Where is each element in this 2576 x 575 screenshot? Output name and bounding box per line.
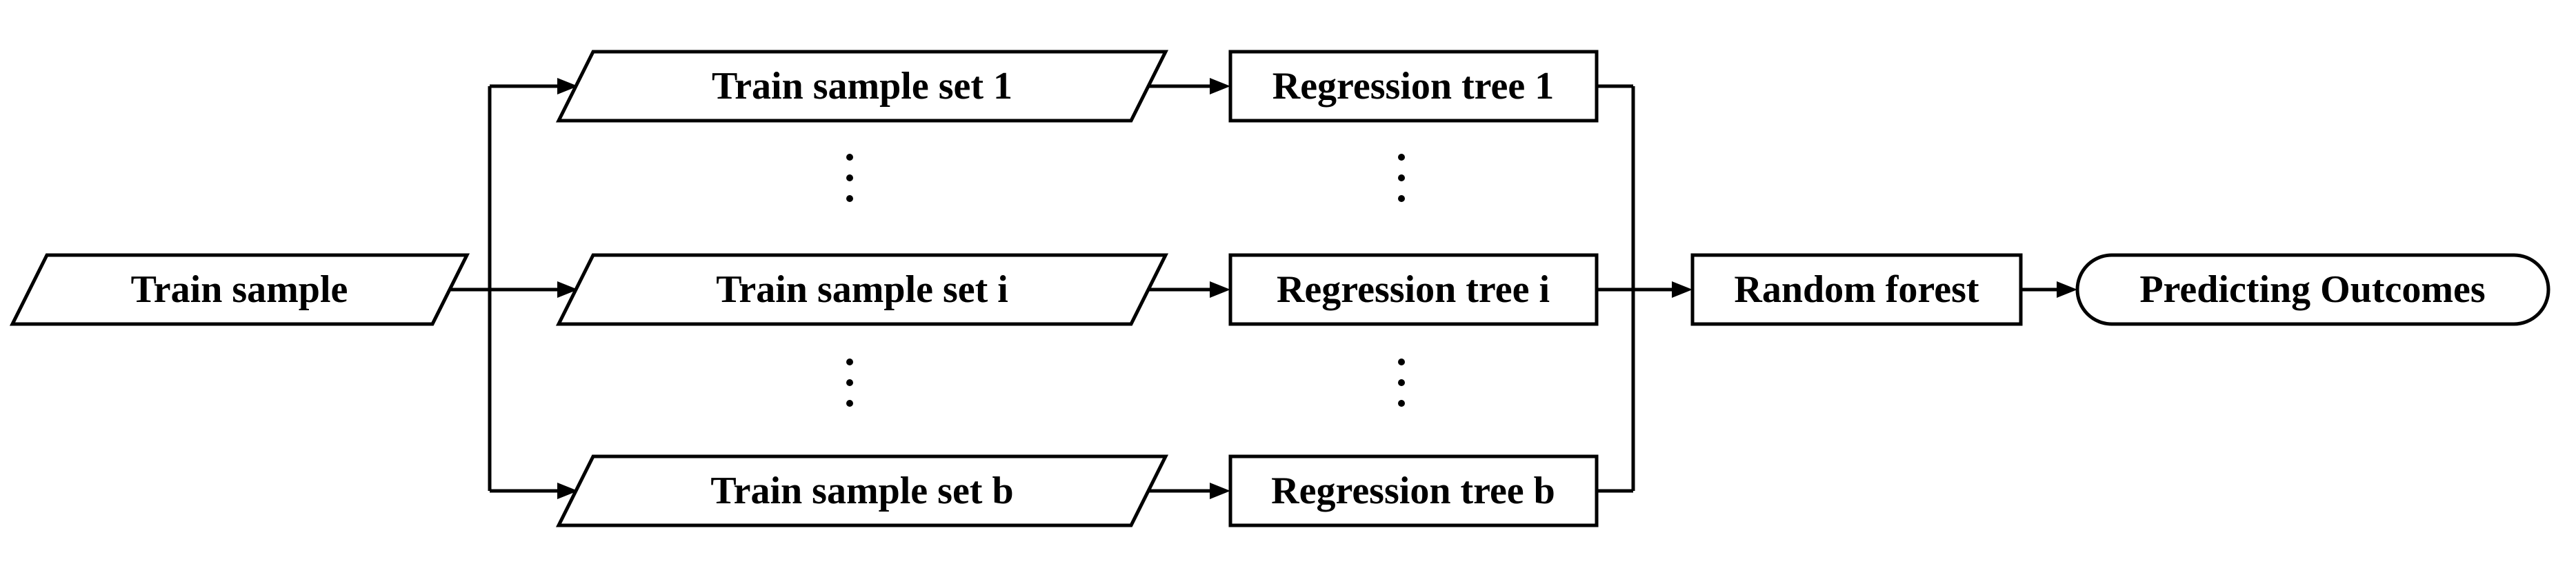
arrowhead-to-random-forest	[1672, 281, 1693, 298]
node-random-forest: Random forest	[1690, 253, 2023, 326]
ellipsis-dot	[846, 195, 853, 202]
ellipsis-trees-lower	[1398, 359, 1405, 407]
ellipsis-dot	[1398, 359, 1405, 365]
node-label-train-sample-set-i: Train sample set i	[716, 268, 1008, 311]
node-label-random-forest: Random forest	[1734, 268, 1979, 311]
arrowhead-to-tree-1	[1210, 78, 1230, 94]
ellipsis-dot	[1398, 379, 1405, 386]
ellipsis-sets-lower	[846, 359, 853, 407]
node-label-regression-tree-1: Regression tree 1	[1272, 65, 1555, 108]
node-train-sample-set-b: Train sample set b	[555, 454, 1169, 527]
node-train-sample-set-1: Train sample set 1	[555, 50, 1169, 123]
ellipsis-dot	[846, 154, 853, 161]
ellipsis-dot	[1398, 154, 1405, 161]
arrowhead-to-set-i	[557, 281, 578, 298]
rectangle-shape	[1228, 253, 1599, 326]
parallelogram-shape	[555, 50, 1169, 123]
ellipsis-dot	[846, 174, 853, 181]
ellipsis-trees-upper	[1398, 154, 1405, 202]
parallelogram-shape	[555, 253, 1169, 326]
node-label-train-sample-set-1: Train sample set 1	[712, 65, 1012, 108]
ellipsis-dot	[846, 359, 853, 365]
node-label-regression-tree-i: Regression tree i	[1277, 268, 1550, 311]
ellipsis-dot	[1398, 174, 1405, 181]
ellipsis-sets-upper	[846, 154, 853, 202]
rectangle-shape	[1690, 253, 2023, 326]
node-label-regression-tree-b: Regression tree b	[1271, 470, 1555, 512]
arrowhead-to-tree-b	[1210, 483, 1230, 499]
arrowhead-to-set-b	[557, 483, 578, 499]
arrowhead-to-predicting-outcomes	[2057, 281, 2077, 298]
rectangle-shape	[1228, 50, 1599, 123]
node-regression-tree-b: Regression tree b	[1228, 454, 1599, 527]
node-regression-tree-i: Regression tree i	[1228, 253, 1599, 326]
ellipsis-dot	[846, 400, 853, 407]
parallelogram-shape	[9, 253, 470, 326]
node-predicting-outcomes: Predicting Outcomes	[2075, 253, 2550, 326]
node-train-sample: Train sample	[9, 253, 470, 326]
parallelogram-shape	[555, 454, 1169, 527]
rectangle-shape	[1228, 454, 1599, 527]
node-label-train-sample: Train sample	[131, 268, 348, 311]
node-train-sample-set-i: Train sample set i	[555, 253, 1169, 326]
terminator-shape	[2075, 253, 2550, 326]
ellipsis-dot	[1398, 400, 1405, 407]
arrowhead-to-set-1	[557, 78, 578, 94]
arrowhead-to-tree-i	[1210, 281, 1230, 298]
node-regression-tree-1: Regression tree 1	[1228, 50, 1599, 123]
ellipsis-dot	[846, 379, 853, 386]
ellipsis-dot	[1398, 195, 1405, 202]
node-label-train-sample-set-b: Train sample set b	[710, 470, 1013, 512]
node-label-predicting-outcomes: Predicting Outcomes	[2139, 268, 2485, 311]
